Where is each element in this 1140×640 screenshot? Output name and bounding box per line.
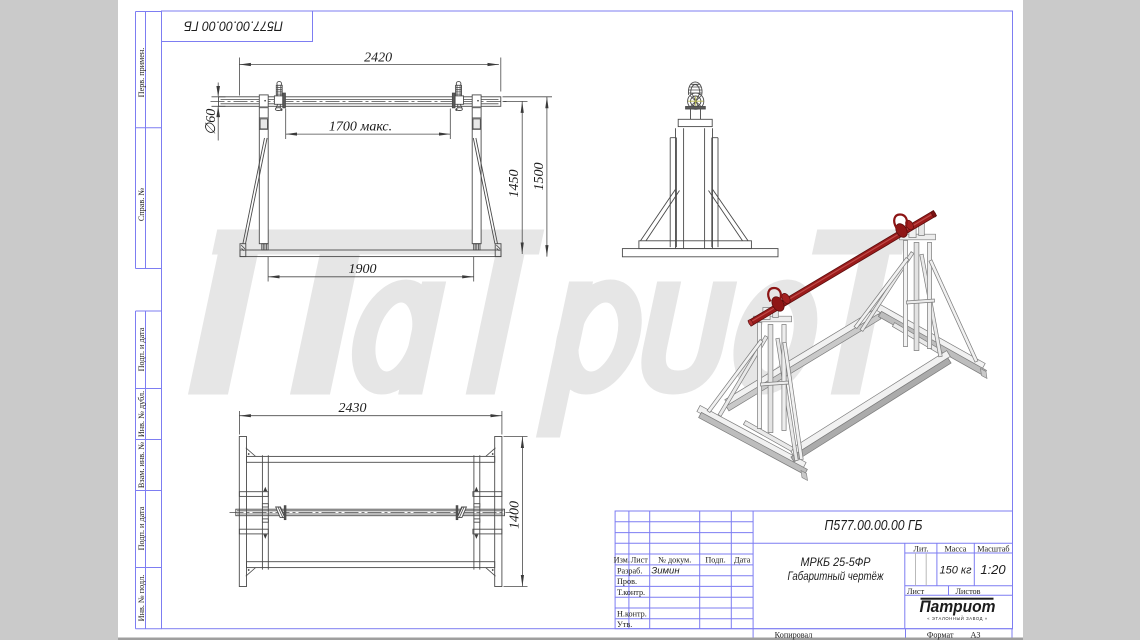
svg-text:Копировал: Копировал bbox=[775, 631, 813, 640]
svg-text:Разраб.: Разраб. bbox=[617, 566, 642, 575]
svg-text:Инв. № подл.: Инв. № подл. bbox=[137, 575, 146, 622]
svg-text:Утв.: Утв. bbox=[617, 620, 632, 629]
svg-text:1500: 1500 bbox=[532, 163, 547, 191]
svg-text:№ докум.: № докум. bbox=[658, 556, 691, 565]
svg-text:Патриот: Патриот bbox=[920, 598, 996, 616]
svg-text:Н.контр.: Н.контр. bbox=[617, 609, 647, 618]
svg-text:Перв. примен.: Перв. примен. bbox=[137, 48, 146, 98]
svg-text:МРКБ 25-5ФР: МРКБ 25-5ФР bbox=[801, 557, 871, 569]
svg-text:Взам. инв. №: Взам. инв. № bbox=[137, 442, 146, 488]
svg-text:Изм.: Изм. bbox=[614, 556, 630, 565]
svg-text:Габаритный чертёж: Габаритный чертёж bbox=[788, 571, 885, 583]
svg-text:1400: 1400 bbox=[507, 501, 522, 529]
svg-text:Лит.: Лит. bbox=[913, 545, 928, 554]
svg-text:П577.00.00.00 ГБ: П577.00.00.00 ГБ bbox=[184, 18, 283, 34]
svg-text:Формат: Формат bbox=[927, 631, 954, 640]
svg-text:150 кг: 150 кг bbox=[939, 565, 972, 577]
svg-text:Масштаб: Масштаб bbox=[977, 545, 1009, 554]
svg-text:2420: 2420 bbox=[364, 51, 392, 66]
svg-text:Лист: Лист bbox=[631, 556, 649, 565]
svg-text:Листов: Листов bbox=[956, 587, 981, 596]
svg-text:2430: 2430 bbox=[339, 401, 367, 416]
svg-text:Масса: Масса bbox=[944, 545, 966, 554]
svg-text:1:20: 1:20 bbox=[980, 562, 1006, 577]
svg-text:П577.00.00.00 ГБ: П577.00.00.00 ГБ bbox=[825, 518, 923, 534]
svg-text:Пров.: Пров. bbox=[617, 577, 637, 586]
svg-text:Зимин: Зимин bbox=[651, 565, 680, 576]
svg-text:Подп.: Подп. bbox=[705, 556, 725, 565]
svg-text:Подп. и дата: Подп. и дата bbox=[137, 506, 146, 550]
svg-text:1900: 1900 bbox=[349, 262, 377, 277]
svg-text:Инв. № дубл.: Инв. № дубл. bbox=[137, 391, 146, 437]
svg-text:1700 макс.: 1700 макс. bbox=[329, 120, 392, 135]
svg-text:Лист: Лист bbox=[907, 587, 925, 596]
svg-text:∅60: ∅60 bbox=[204, 109, 219, 135]
svg-text:Подп. и дата: Подп. и дата bbox=[137, 327, 146, 371]
svg-text:Дата: Дата bbox=[734, 556, 751, 565]
svg-text:1450: 1450 bbox=[507, 170, 522, 198]
svg-text:Т.контр.: Т.контр. bbox=[617, 588, 645, 597]
svg-text:« ЭТАЛОННЫЙ ЗАВОД »: « ЭТАЛОННЫЙ ЗАВОД » bbox=[927, 616, 988, 621]
svg-text:А3: А3 bbox=[970, 631, 980, 640]
svg-text:Справ. №: Справ. № bbox=[137, 188, 146, 222]
